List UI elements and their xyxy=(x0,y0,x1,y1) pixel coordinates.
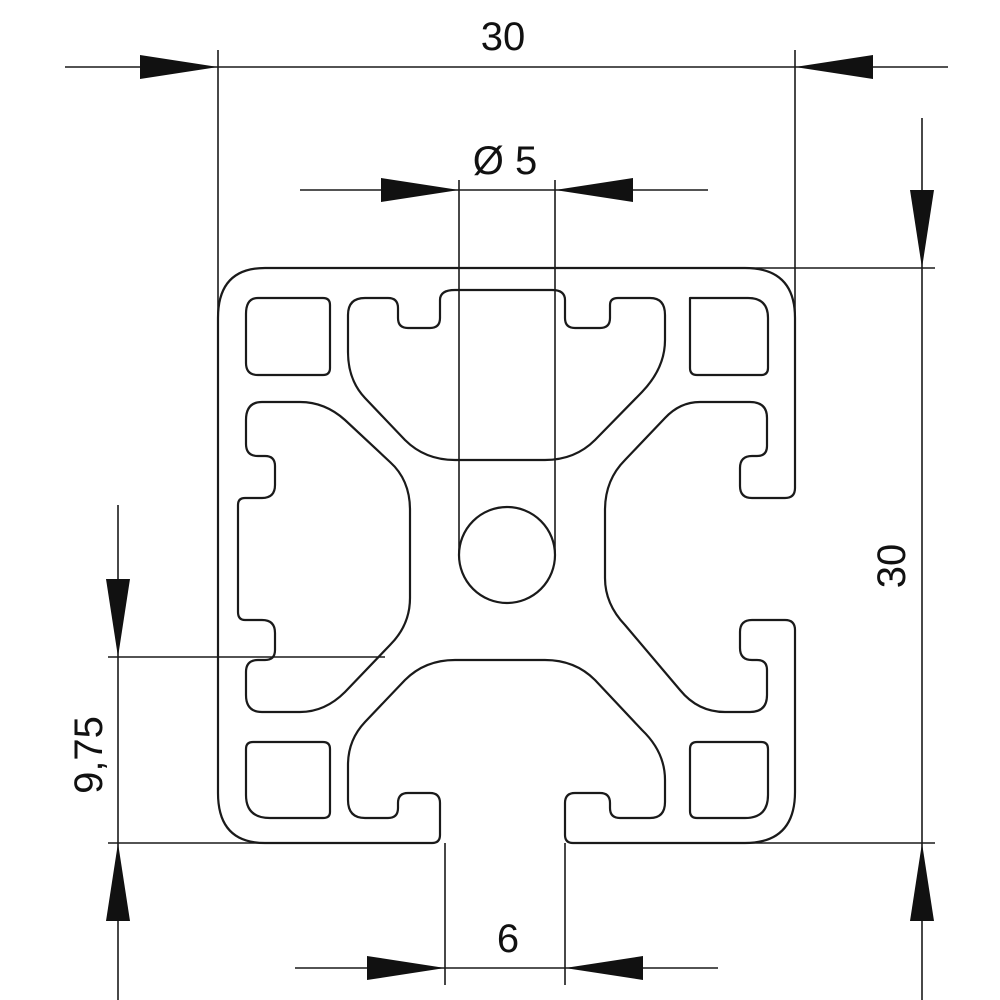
dimension-bore-diameter: Ø 5 xyxy=(473,139,537,183)
arrow-up-icon xyxy=(106,843,130,921)
dimension-arrows xyxy=(106,55,934,980)
center-bore xyxy=(457,505,557,605)
aluminium-profile-outline xyxy=(216,266,797,845)
arrow-right-icon xyxy=(381,178,459,202)
arrow-right-icon xyxy=(367,956,445,980)
arrow-down-icon xyxy=(910,190,934,268)
arrow-left-icon xyxy=(555,178,633,202)
arrow-down-icon xyxy=(106,579,130,657)
dimension-slot-width: 6 xyxy=(497,917,519,961)
dimension-offset-left: 9,75 xyxy=(67,716,111,794)
arrow-left-icon xyxy=(565,956,643,980)
arrow-left-icon xyxy=(795,55,873,79)
arrow-right-icon xyxy=(140,55,218,79)
dimension-width-top: 30 xyxy=(481,15,526,59)
arrow-up-icon xyxy=(910,843,934,921)
dimension-height-right: 30 xyxy=(870,544,914,589)
